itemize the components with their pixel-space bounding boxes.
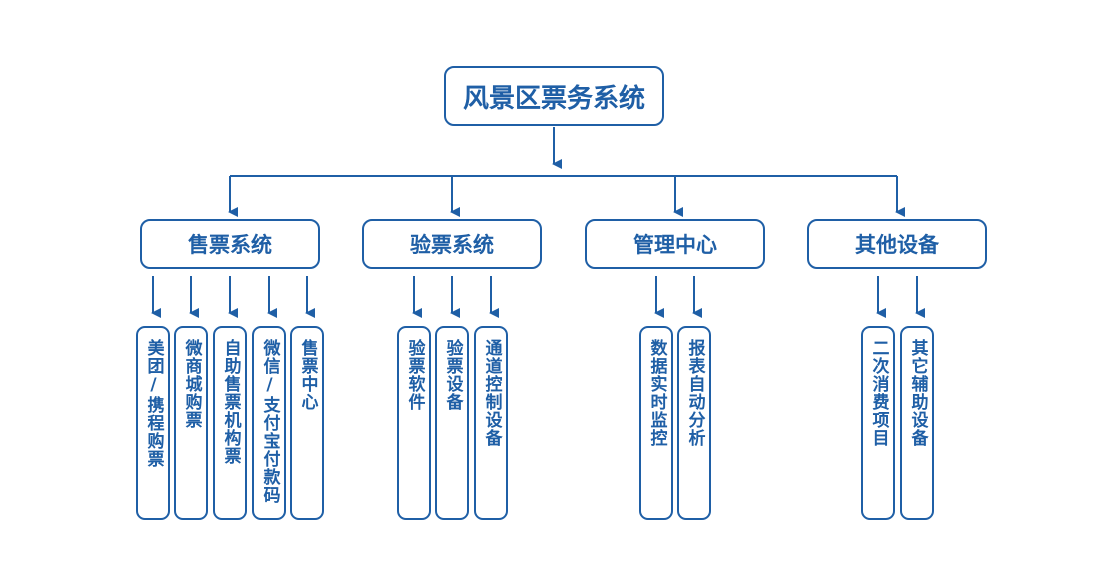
leaf-micro-mall: 微商城购票 bbox=[174, 326, 208, 520]
leaf-label: 通道控制设备 bbox=[481, 339, 502, 447]
leaf-payment-code: 微信/支付宝付款码 bbox=[252, 326, 286, 520]
leaf-label: 微信/支付宝付款码 bbox=[259, 339, 280, 504]
leaf-auxiliary-devices: 其它辅助设备 bbox=[900, 326, 934, 520]
leaf-self-service-kiosk: 自助售票机构票 bbox=[213, 326, 247, 520]
leaf-label: 验票设备 bbox=[442, 339, 463, 411]
leaf-check-software: 验票软件 bbox=[397, 326, 431, 520]
leaf-label: 美团/携程购票 bbox=[143, 339, 164, 468]
category-other-devices: 其他设备 bbox=[807, 219, 987, 269]
category-label: 其他设备 bbox=[855, 233, 939, 257]
leaf-secondary-consumption: 二次消费项目 bbox=[861, 326, 895, 520]
category-ticket-check: 验票系统 bbox=[362, 219, 542, 269]
category-label: 售票系统 bbox=[188, 233, 272, 257]
leaf-label: 微商城购票 bbox=[181, 339, 202, 429]
leaf-label: 其它辅助设备 bbox=[907, 339, 928, 447]
leaf-report-analysis: 报表自动分析 bbox=[677, 326, 711, 520]
leaf-realtime-monitor: 数据实时监控 bbox=[639, 326, 673, 520]
leaf-gate-control: 通道控制设备 bbox=[474, 326, 508, 520]
category-management-center: 管理中心 bbox=[585, 219, 765, 269]
leaf-label: 二次消费项目 bbox=[868, 339, 889, 447]
leaf-ticket-center: 售票中心 bbox=[290, 326, 324, 520]
leaf-label: 售票中心 bbox=[297, 339, 318, 411]
root-node: 风景区票务系统 bbox=[444, 66, 664, 126]
category-label: 验票系统 bbox=[410, 233, 494, 257]
leaf-meituan-ctrip: 美团/携程购票 bbox=[136, 326, 170, 520]
category-label: 管理中心 bbox=[633, 233, 717, 257]
root-label: 风景区票务系统 bbox=[462, 83, 645, 114]
leaf-label: 自助售票机构票 bbox=[220, 339, 241, 465]
leaf-check-device: 验票设备 bbox=[435, 326, 469, 520]
leaf-label: 报表自动分析 bbox=[684, 339, 705, 447]
category-ticket-sales: 售票系统 bbox=[140, 219, 320, 269]
leaf-label: 数据实时监控 bbox=[646, 339, 667, 447]
leaf-label: 验票软件 bbox=[404, 339, 425, 411]
